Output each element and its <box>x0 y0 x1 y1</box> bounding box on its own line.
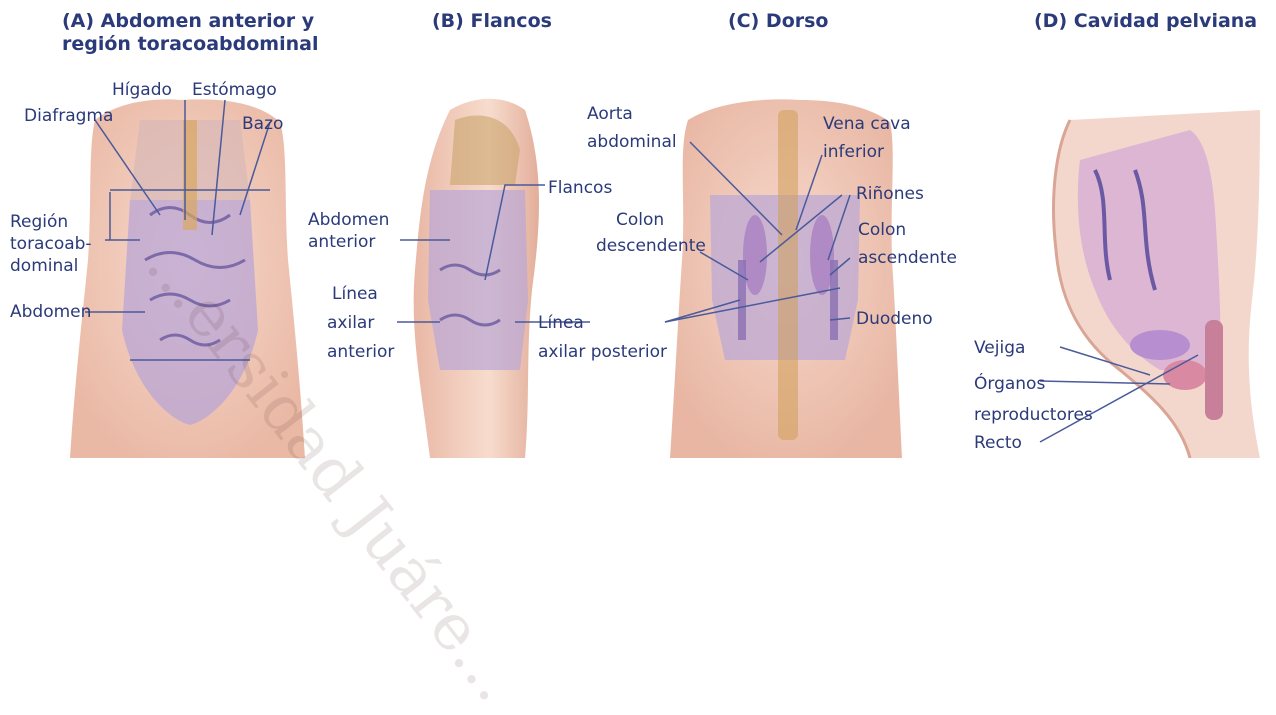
label-linea-axilar-anterior-1: Línea <box>332 284 378 304</box>
label-linea-axilar-posterior-2: axilar posterior <box>538 342 667 362</box>
panel-b-title: (B) Flancos <box>432 10 552 33</box>
panel-d: (D) Cavidad pelviana Vejiga Órganos repr… <box>960 0 1276 458</box>
panel-c: (C) Dorso Aorta abdominal Vena cava infe… <box>560 0 980 458</box>
label-estomago: Estómago <box>192 80 277 100</box>
label-diafragma: Diafragma <box>24 106 113 126</box>
label-bazo: Bazo <box>242 114 283 134</box>
label-region-2: toracoab- <box>10 234 92 254</box>
label-rinones: Riñones <box>856 184 924 204</box>
label-abdomen-anterior-1: Abdomen <box>308 210 389 230</box>
label-aorta-2: abdominal <box>587 132 677 152</box>
label-region-1: Región <box>10 212 68 232</box>
panel-a: (A) Abdomen anterior y región toracoabdo… <box>0 0 330 458</box>
label-colon-desc-1: Colon <box>616 210 664 230</box>
label-linea-axilar-anterior-3: anterior <box>327 342 394 362</box>
label-linea-axilar-anterior-2: axilar <box>327 313 374 333</box>
label-duodeno: Duodeno <box>856 309 933 329</box>
panel-a-title-line1: (A) Abdomen anterior y <box>62 10 314 33</box>
label-colon-asc-1: Colon <box>858 220 906 240</box>
label-abdomen-anterior-2: anterior <box>308 232 375 252</box>
label-recto: Recto <box>974 433 1022 453</box>
label-colon-desc-2: descendente <box>596 236 706 256</box>
label-colon-asc-2: ascendente <box>858 248 957 268</box>
label-vejiga: Vejiga <box>974 338 1025 358</box>
label-vena-cava-2: inferior <box>823 142 884 162</box>
label-abdomen: Abdomen <box>10 302 91 322</box>
label-organos-2: reproductores <box>974 405 1093 425</box>
label-higado: Hígado <box>112 80 172 100</box>
label-region-3: dominal <box>10 256 78 276</box>
label-organos-1: Órganos <box>974 374 1045 394</box>
panel-a-title-line2: región toracoabdominal <box>62 33 318 56</box>
panel-c-title: (C) Dorso <box>728 10 828 33</box>
label-linea-axilar-posterior-1: Línea <box>538 313 584 333</box>
label-aorta-1: Aorta <box>587 104 633 124</box>
label-vena-cava-1: Vena cava <box>823 114 911 134</box>
panel-d-title: (D) Cavidad pelviana <box>1034 10 1257 33</box>
